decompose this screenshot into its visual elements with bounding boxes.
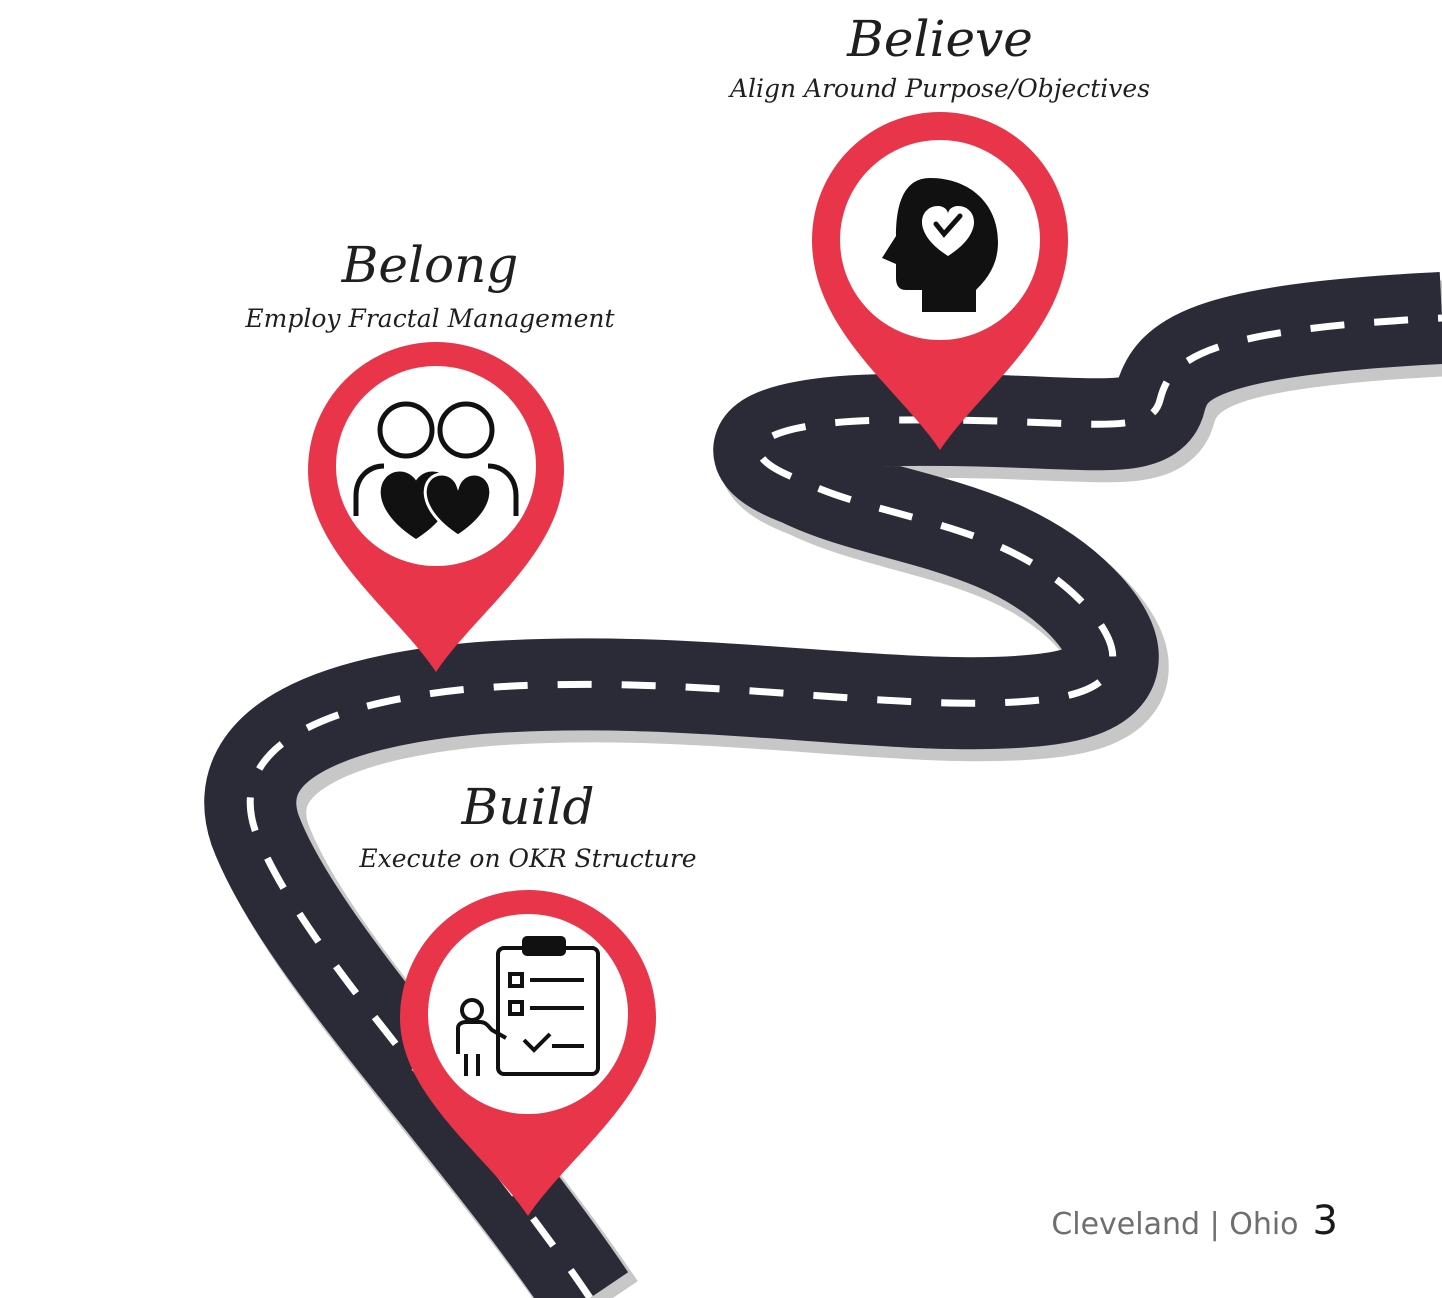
stage-subtitle-believe: Align Around Purpose/Objectives xyxy=(729,74,1151,103)
pin-believe xyxy=(812,112,1068,450)
winding-road xyxy=(204,272,1442,1298)
pin-belong xyxy=(308,342,564,672)
footer-location: Cleveland | Ohio xyxy=(1051,1207,1299,1242)
stage-subtitle-build: Execute on OKR Structure xyxy=(359,844,697,873)
footer: Cleveland | Ohio 3 xyxy=(1051,1198,1338,1244)
stage-subtitle-belong: Employ Fractal Management xyxy=(245,304,615,333)
stage-title-belong: Belong xyxy=(341,236,519,294)
clipboard-checklist-person-icon xyxy=(456,936,600,1076)
people-hearts-icon xyxy=(353,401,519,539)
page-number: 3 xyxy=(1312,1198,1338,1244)
pin-build xyxy=(400,890,656,1216)
head-heart-check-icon xyxy=(882,178,998,312)
stage-title-believe: Believe xyxy=(847,10,1033,68)
road-lane-markings xyxy=(246,314,1442,1298)
stage-title-build: Build xyxy=(461,778,595,836)
